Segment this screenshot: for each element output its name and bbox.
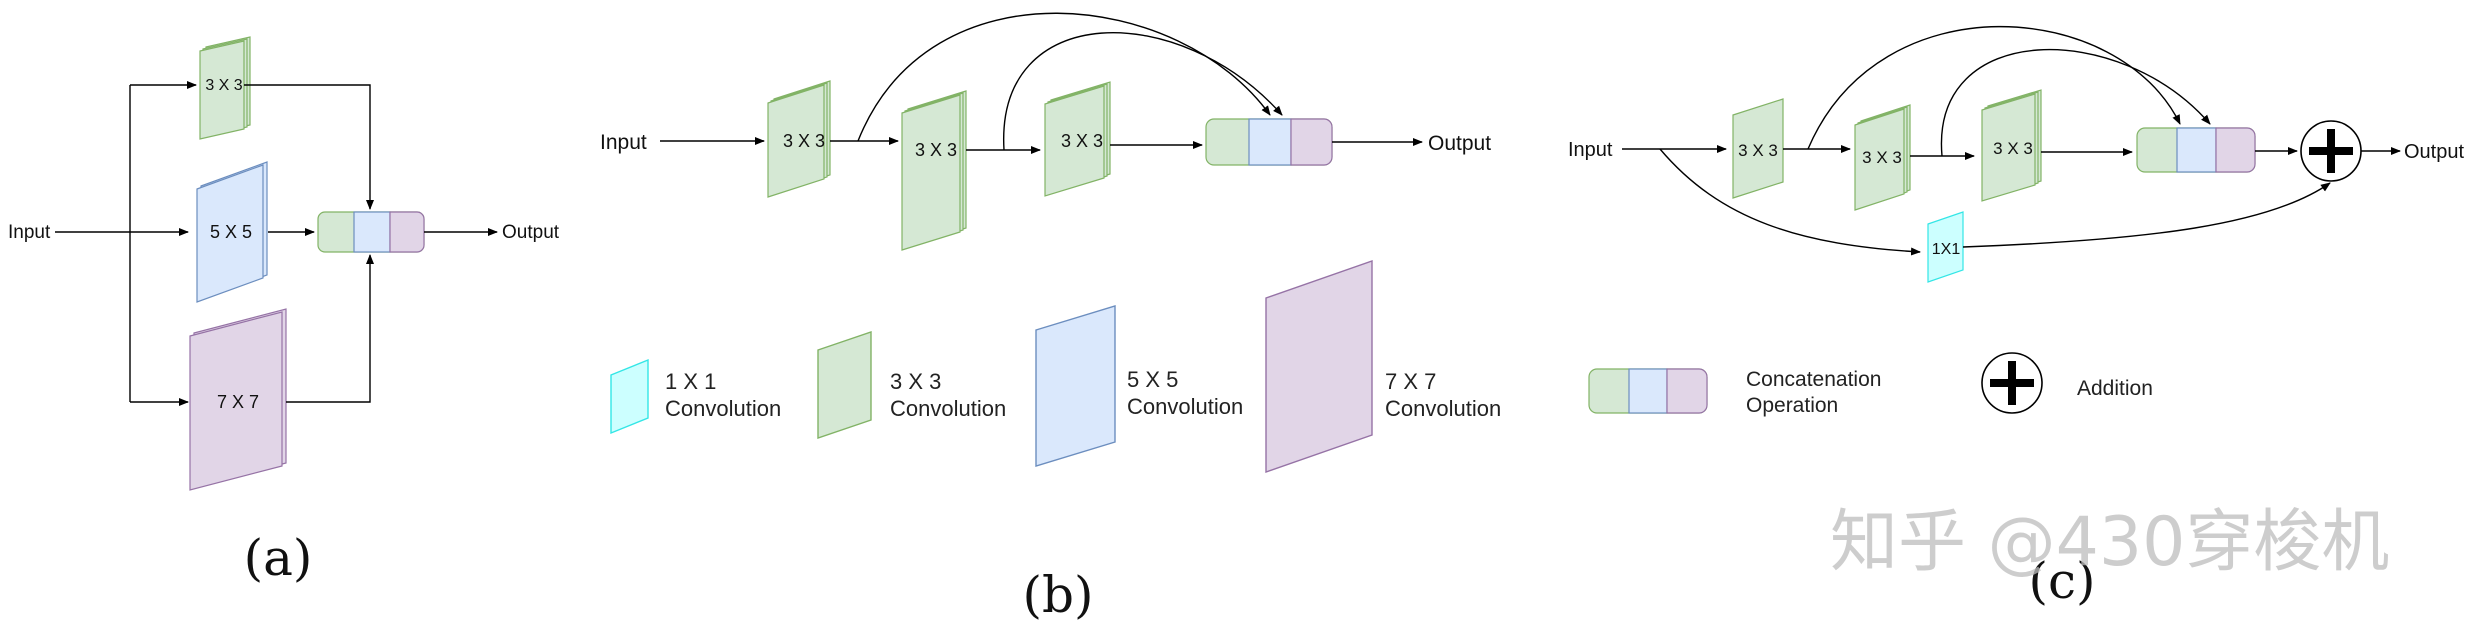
legend-conv3x3-size: 3 X 3 [890, 369, 941, 394]
panel-c-conv3x3-1-label: 3 X 3 [1738, 141, 1778, 160]
panel-b-conv3x3-2: 3 X 3 [901, 90, 967, 251]
panel-b-conv3x3-3: 3 X 3 [1044, 81, 1111, 197]
panel-c-skip-arrow-1 [1807, 25, 2181, 150]
legend-conv1x1: 1 X 1 Convolution [610, 358, 781, 435]
panel-a-conv3x3: 3 X 3 [199, 36, 251, 140]
panel-c-residual-arrow-in [1659, 148, 1921, 256]
panel-b-input-label: Input [600, 131, 647, 154]
legend-concat: Concatenation Operation [1588, 368, 1881, 417]
legend-conv5x5-swatch [1035, 305, 1116, 467]
legend-conv1x1-swatch [610, 358, 649, 435]
panel-a-caption: (a) [244, 529, 313, 587]
legend-conv7x7-swatch [1265, 260, 1373, 473]
panel-c-residual-arrow-out [1962, 182, 2331, 248]
panel-b-skip-arrow-1 [857, 12, 1271, 142]
panel-c-skip-arrow-2 [1940, 48, 2211, 157]
panel-b-conv3x3-1: 3 X 3 [767, 80, 831, 198]
legend-addition-text: Addition [2077, 377, 2153, 400]
panel-c-conv3x3-3-label: 3 X 3 [1993, 139, 2033, 158]
panel-a-conv7x7-label: 7 X 7 [217, 392, 259, 412]
panel-b-conv3x3-3-label: 3 X 3 [1061, 131, 1103, 151]
legend-conv5x5: 5 X 5 Convolution [1035, 305, 1243, 467]
panel-c-conv1x1: 1X1 [1927, 211, 1964, 283]
panel-a-concat [317, 211, 425, 253]
legend-addition: Addition [1981, 352, 2153, 414]
panel-a-conv3-arrow [244, 84, 374, 210]
panel-c-conv3x3-2: 3 X 3 [1854, 104, 1911, 211]
legend-concat-swatch [1588, 368, 1708, 414]
panel-c-conv3x3-1: 3 X 3 [1732, 98, 1784, 199]
legend-conv3x3-text: Convolution [890, 396, 1006, 421]
panel-a-conv5x5-label: 5 X 5 [210, 222, 252, 242]
legend-conv1x1-text: Convolution [665, 396, 781, 421]
panel-c-output-label: Output [2404, 141, 2464, 163]
panel-a-conv7-arrow [286, 254, 374, 403]
panel-a-output-label: Output [502, 222, 560, 243]
panel-a-input-label: Input [8, 222, 51, 243]
panel-c-conv3x3-3: 3 X 3 [1981, 89, 2042, 202]
panel-b-conv3x3-2-label: 3 X 3 [915, 140, 957, 160]
legend-conv3x3-swatch [817, 331, 872, 439]
legend-conv5x5-size: 5 X 5 [1127, 367, 1178, 392]
legend-concat-text-2: Operation [1746, 394, 1838, 417]
legend: 1 X 1 Convolution 3 X 3 Convolution 5 X … [610, 260, 2153, 473]
panel-c-conv1x1-label: 1X1 [1932, 241, 1961, 258]
panel-a: Input 3 X 3 5 X 5 7 X 7 [8, 36, 560, 587]
panel-c-conv3x3-2-label: 3 X 3 [1862, 148, 1902, 167]
panel-b: Input 3 X 3 3 X 3 3 X 3 [600, 12, 1491, 624]
panel-b-conv3x3-1-label: 3 X 3 [783, 131, 825, 151]
legend-conv7x7-size: 7 X 7 [1385, 369, 1436, 394]
panel-b-skip-arrow-2 [1003, 32, 1283, 151]
panel-c-add-icon [2300, 120, 2362, 182]
legend-conv5x5-text: Convolution [1127, 394, 1243, 419]
panel-a-conv3x3-label: 3 X 3 [205, 77, 242, 94]
panel-c-input-label: Input [1568, 139, 1613, 161]
legend-conv7x7-text: Convolution [1385, 396, 1501, 421]
legend-conv3x3: 3 X 3 Convolution [817, 331, 1006, 439]
legend-conv1x1-size: 1 X 1 [665, 369, 716, 394]
legend-add-icon [1981, 352, 2043, 414]
panel-a-conv5x5: 5 X 5 [196, 161, 268, 303]
watermark: 知乎 @430穿梭机 [1830, 503, 2389, 582]
panel-a-conv7x7: 7 X 7 [189, 308, 287, 491]
panel-c: Input 3 X 3 3 X 3 3 X 3 [1568, 25, 2464, 610]
panel-b-caption: (b) [1022, 566, 1093, 624]
panel-b-output-label: Output [1428, 132, 1491, 155]
panel-b-concat [1205, 118, 1333, 166]
legend-concat-text-1: Concatenation [1746, 368, 1881, 391]
panel-c-caption: (c) [2028, 552, 2095, 610]
legend-conv7x7: 7 X 7 Convolution [1265, 260, 1501, 473]
panel-c-concat [2136, 127, 2256, 173]
